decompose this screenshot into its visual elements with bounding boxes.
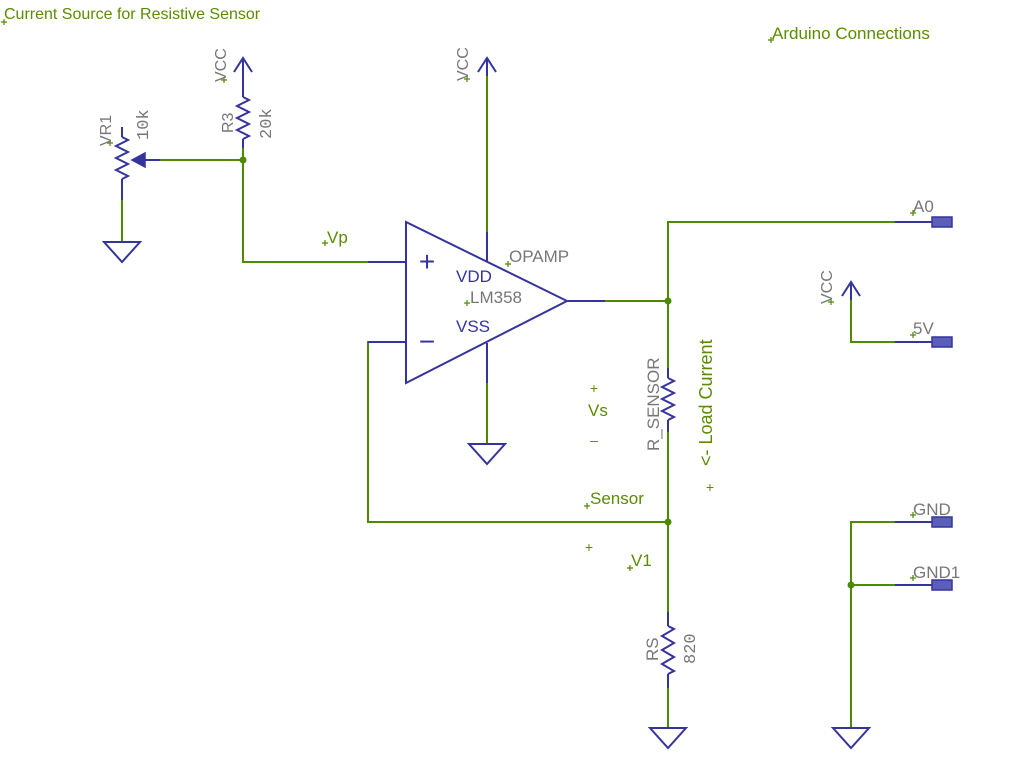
pin-gnd-connector	[931, 516, 953, 528]
labels: Current Source for Resistive Sensor Ardu…	[4, 6, 960, 664]
ground-icon-rs	[647, 727, 689, 750]
arduino-pins	[895, 216, 953, 591]
wire-output-to-a0	[667, 221, 896, 302]
vr1-name: VR1	[98, 115, 115, 146]
opamp-value: LM358	[470, 288, 522, 307]
pin-gnd1-label: GND1	[913, 563, 960, 582]
pin-a0-label: A0	[913, 197, 934, 216]
opamp-lm358	[368, 220, 605, 385]
vr1-value: 10k	[135, 109, 154, 140]
vr1-wiper-arrow-icon	[130, 151, 146, 169]
opamp-vdd-label: VDD	[456, 267, 492, 286]
vcc-label-r3: VCC	[213, 48, 230, 82]
vcc-symbol-arduino	[841, 280, 861, 300]
junction-dot	[664, 518, 672, 526]
wire-arduino-gnd	[850, 521, 896, 729]
net-vp-label: Vp	[327, 228, 348, 247]
rs-resistor-zigzag	[660, 625, 677, 675]
pin-gnd-label: GND	[913, 500, 951, 519]
v1-plus-sign: +	[585, 539, 593, 555]
origin-markers	[1, 19, 916, 581]
wire-vp-net	[242, 159, 369, 263]
vcc-label-opamp: VCC	[455, 47, 472, 81]
opamp-plus-sign: +	[419, 246, 435, 277]
load-current-label: <- Load Current	[696, 339, 716, 466]
load-current-plus-sign: +	[706, 479, 714, 495]
wire-feedback-sensor	[367, 341, 669, 523]
r3-resistor-zigzag	[234, 96, 252, 140]
vs-plus-sign: +	[590, 380, 598, 396]
net-v1-label: V1	[631, 551, 652, 570]
ground-icon-opamp	[466, 443, 508, 466]
pin-gnd1-connector	[931, 579, 953, 591]
net-sensor-label: Sensor	[590, 489, 644, 508]
vcc-label-arduino: VCC	[819, 270, 836, 304]
junction-dot	[239, 156, 247, 164]
rsensor-resistor-zigzag	[659, 377, 677, 421]
vs-minus-sign: –	[590, 432, 598, 448]
ground-symbols	[101, 241, 872, 750]
rs-name: RS	[643, 637, 662, 661]
ground-icon-vr1	[101, 241, 143, 264]
potentiometer-vr1	[113, 127, 160, 200]
junction-dot	[664, 297, 672, 305]
pin-5v-label: 5V	[913, 319, 934, 338]
junction-dot	[847, 581, 855, 589]
pin-5v-connector	[931, 336, 953, 348]
vcc-symbol-opamp	[477, 56, 497, 76]
resistor-r3	[234, 96, 252, 148]
opamp-vss-label: VSS	[456, 317, 490, 336]
r3-name: R3	[220, 112, 237, 133]
rs-value: 820	[682, 633, 701, 664]
vcc-symbol-r3	[233, 56, 253, 97]
page-title: Current Source for Resistive Sensor	[4, 6, 261, 23]
vr1-resistor-zigzag	[113, 136, 131, 180]
resistor-rs	[660, 612, 677, 688]
wires	[121, 75, 896, 729]
vs-label: Vs	[588, 401, 608, 420]
opamp-minus-sign: −	[419, 326, 435, 357]
arduino-section-title: Arduino Connections	[772, 24, 930, 43]
wire-arduino-vcc-to-5v	[850, 299, 896, 343]
ground-icon-arduino	[830, 727, 872, 750]
pin-a0-connector	[931, 216, 953, 228]
resistor-r-sensor	[659, 368, 677, 432]
r-sensor-name: R_SENSOR	[644, 357, 663, 451]
r3-value: 20k	[258, 108, 277, 139]
junctions	[239, 156, 855, 589]
opamp-name: OPAMP	[509, 247, 569, 266]
